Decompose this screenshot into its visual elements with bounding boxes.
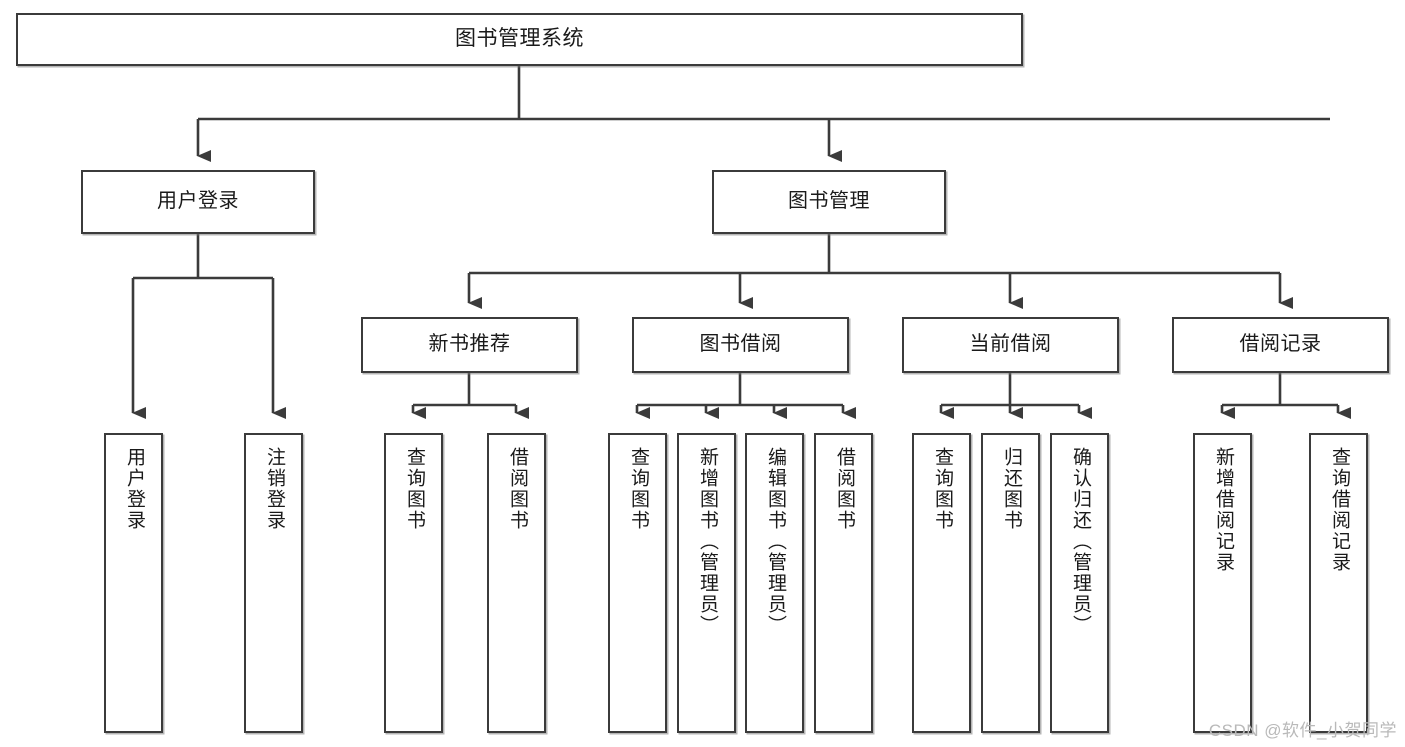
node-root-system[interactable]: 图书管理系统: [16, 13, 1023, 66]
node-leaf-return-book[interactable]: 归还图书: [981, 433, 1040, 733]
node-new-book-recommend[interactable]: 新书推荐: [361, 317, 578, 373]
watermark-text: CSDN @软件_小贺同学: [1208, 721, 1397, 740]
node-label: 查询图书: [403, 447, 425, 531]
node-leaf-edit-book[interactable]: 编辑图书（管理员）: [745, 433, 804, 733]
node-book-management[interactable]: 图书管理: [712, 170, 946, 234]
node-label: 当前借阅: [969, 333, 1052, 356]
node-leaf-borrow-book-2[interactable]: 借阅图书: [814, 433, 873, 733]
node-leaf-query-book-3[interactable]: 查询图书: [912, 433, 971, 733]
node-label: 图书借阅: [699, 333, 782, 356]
node-leaf-add-record[interactable]: 新增借阅记录: [1193, 433, 1252, 733]
node-label: 归还图书: [1000, 447, 1022, 531]
node-label: 借阅图书: [833, 447, 855, 531]
node-leaf-query-book-2[interactable]: 查询图书: [608, 433, 667, 733]
node-label: 确认归还（管理员）: [1069, 447, 1091, 636]
node-label: 新增图书（管理员）: [696, 447, 718, 636]
node-leaf-logout-login[interactable]: 注销登录: [244, 433, 303, 733]
node-leaf-add-book[interactable]: 新增图书（管理员）: [677, 433, 736, 733]
node-label: 编辑图书（管理员）: [764, 447, 786, 636]
node-user-login[interactable]: 用户登录: [81, 170, 315, 234]
node-label: 查询图书: [627, 447, 649, 531]
node-leaf-borrow-book-1[interactable]: 借阅图书: [487, 433, 546, 733]
node-borrow-record[interactable]: 借阅记录: [1172, 317, 1389, 373]
node-leaf-user-login[interactable]: 用户登录: [104, 433, 163, 733]
node-label: 借阅图书: [506, 447, 528, 531]
node-leaf-query-book-1[interactable]: 查询图书: [384, 433, 443, 733]
node-label: 借阅记录: [1239, 333, 1322, 356]
node-label: 图书管理: [788, 190, 870, 213]
node-label: 用户登录: [123, 447, 145, 531]
node-book-borrow[interactable]: 图书借阅: [632, 317, 849, 373]
node-current-borrow[interactable]: 当前借阅: [902, 317, 1119, 373]
node-label: 图书管理系统: [455, 27, 584, 51]
node-leaf-query-record[interactable]: 查询借阅记录: [1309, 433, 1368, 733]
node-label: 新书推荐: [428, 333, 511, 356]
node-label: 查询图书: [931, 447, 953, 531]
node-label: 注销登录: [263, 447, 285, 531]
node-label: 新增借阅记录: [1212, 447, 1234, 573]
node-leaf-confirm-return[interactable]: 确认归还（管理员）: [1050, 433, 1109, 733]
node-label: 用户登录: [157, 190, 239, 213]
node-label: 查询借阅记录: [1328, 447, 1350, 573]
